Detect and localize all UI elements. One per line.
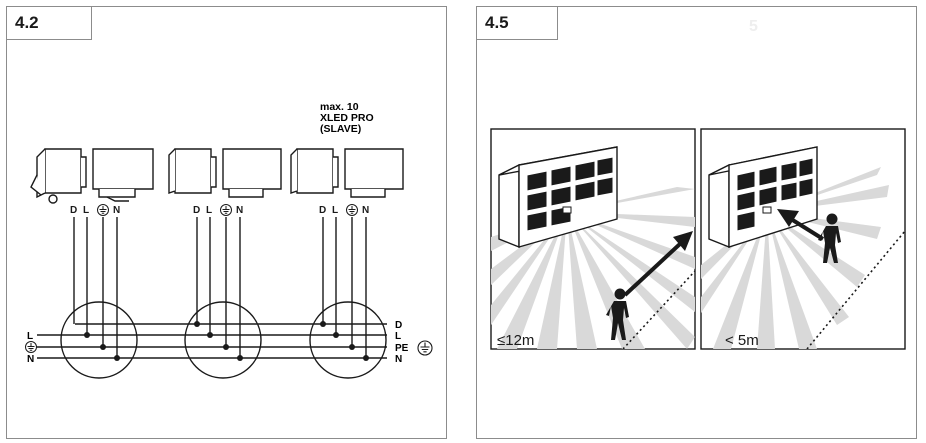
svg-text:L: L: [206, 205, 212, 216]
svg-text:N: N: [236, 205, 243, 216]
bus-lines: [37, 323, 387, 359]
wiring-panel-tab: 4.2: [6, 6, 92, 40]
svg-text:D: D: [319, 205, 326, 216]
range-panel-tab: 4.5: [476, 6, 558, 40]
left-label-n: N: [27, 354, 34, 365]
junction-boxes: [60, 301, 387, 379]
scene-far-range: ≤12m: [490, 128, 696, 350]
right-label-n: N: [395, 354, 402, 365]
person-walking-icon: [818, 213, 841, 263]
wiring-panel-label: 4.2: [15, 13, 39, 32]
lamp-unit-master: [30, 148, 154, 204]
terminal-wires: [73, 217, 367, 358]
near-range-label: < 5m: [725, 332, 759, 349]
connection-dots: [84, 321, 369, 361]
ghost-label: 5: [749, 18, 758, 35]
terminal-labels-2: D L N: [193, 205, 243, 216]
left-label-l: L: [27, 331, 33, 342]
range-panel: 4.5 5: [476, 6, 917, 439]
scene-near-range: < 5m: [700, 128, 906, 350]
far-range-label: ≤12m: [497, 332, 534, 349]
svg-text:D: D: [193, 205, 200, 216]
range-illustration: ≤12m: [490, 128, 906, 350]
right-label-l: L: [395, 331, 401, 342]
slave-note-line-1: max. 10: [320, 101, 359, 113]
wiring-diagram: max. 10 XLED PRO (SLAVE) D L N D L N: [25, 101, 433, 379]
right-earth-icon: [417, 340, 433, 356]
wiring-panel: 4.2 max. 10 XLED PRO (SLAVE) D L N D L: [6, 6, 447, 439]
svg-text:L: L: [83, 205, 89, 216]
earth-ground-icon: [97, 204, 358, 216]
left-earth-icon: [25, 341, 37, 353]
svg-text:N: N: [362, 205, 369, 216]
slave-note-line-2: XLED PRO: [320, 112, 374, 124]
person-walking-icon: [606, 288, 629, 340]
slave-note-line-3: (SLAVE): [320, 123, 361, 135]
svg-text:D: D: [70, 205, 77, 216]
svg-text:N: N: [113, 205, 120, 216]
right-label-d: D: [395, 320, 402, 331]
right-label-pe: PE: [395, 343, 409, 354]
terminal-labels-1: D L N: [70, 205, 120, 216]
lamp-unit-slave-n: [290, 148, 404, 198]
svg-text:L: L: [332, 205, 338, 216]
range-panel-label: 4.5: [485, 13, 509, 32]
lamp-unit-slave-1: [168, 148, 282, 198]
terminal-labels-3: D L N: [319, 205, 369, 216]
